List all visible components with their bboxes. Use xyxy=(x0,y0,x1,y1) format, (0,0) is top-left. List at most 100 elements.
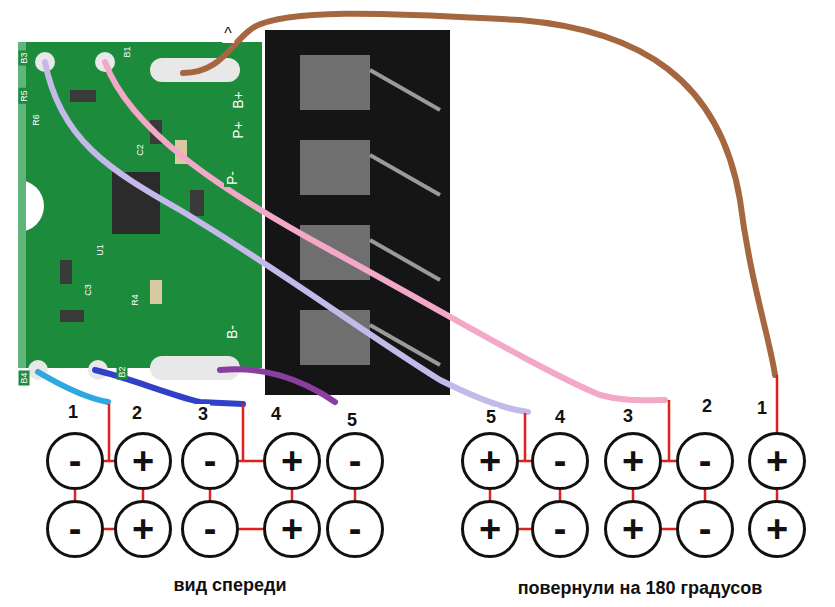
polarity-sign: + xyxy=(281,510,303,548)
series-link xyxy=(489,490,492,500)
polarity-sign: + xyxy=(479,510,501,548)
polarity-sign: + xyxy=(479,442,501,480)
cell-terminal-circle: + xyxy=(114,432,172,490)
polarity-sign: - xyxy=(69,510,82,548)
cell-terminal-circle: + xyxy=(604,500,662,558)
polarity-sign: - xyxy=(69,442,82,480)
cell-terminal-circle: - xyxy=(676,432,734,490)
brown-wire xyxy=(183,14,775,375)
series-link xyxy=(662,460,676,463)
pcb-silkscreen-label: R4 xyxy=(130,292,141,308)
light-blue-wire xyxy=(38,372,108,402)
pink-wire xyxy=(105,62,665,400)
cell-terminal-circle: + xyxy=(604,432,662,490)
smd-part xyxy=(60,310,84,322)
series-link xyxy=(209,490,212,500)
polarity-sign: - xyxy=(699,510,712,548)
cell-terminal-circle: - xyxy=(326,432,384,490)
smd-part xyxy=(60,260,72,284)
wire-number: 5 xyxy=(345,410,359,430)
cell-terminal-circle: - xyxy=(181,500,239,558)
pcb-silkscreen-label: C2 xyxy=(135,142,146,158)
wire-number: 2 xyxy=(130,403,144,423)
wire-number: 4 xyxy=(269,404,283,424)
series-link xyxy=(662,528,676,531)
polarity-sign: - xyxy=(699,442,712,480)
cell-terminal-circle: - xyxy=(46,500,104,558)
terminal-clip xyxy=(300,310,370,365)
view-caption: повернули на 180 градусов xyxy=(516,578,765,598)
polarity-sign: + xyxy=(281,442,303,480)
wire-number: 3 xyxy=(621,406,635,426)
pcb-silkscreen-label: B3 xyxy=(19,50,30,65)
pcb-silkscreen-label: P- xyxy=(224,169,240,187)
wire-number: 3 xyxy=(196,404,210,424)
cell-terminal-circle: + xyxy=(263,500,321,558)
series-link xyxy=(239,460,263,463)
cell-terminal-circle: + xyxy=(748,500,806,558)
cell-terminal-circle: + xyxy=(263,432,321,490)
polarity-sign: - xyxy=(554,442,567,480)
series-link xyxy=(354,490,357,500)
series-link xyxy=(142,490,145,500)
wire-number: 1 xyxy=(755,398,769,418)
polarity-sign: + xyxy=(766,510,788,548)
lavender-wire xyxy=(45,62,528,412)
pcb-silkscreen-label: U1 xyxy=(95,242,106,258)
cell-terminal-circle: - xyxy=(531,500,589,558)
terminal-clip xyxy=(300,55,370,110)
series-link xyxy=(104,528,114,531)
pcb-silkscreen-label: C3 xyxy=(83,282,94,298)
cell-terminal-circle: + xyxy=(461,432,519,490)
pcb-silkscreen-label: R6 xyxy=(31,112,42,128)
smd-part xyxy=(70,90,96,102)
pcb-silkscreen-label: B2 xyxy=(117,364,128,379)
series-link xyxy=(291,490,294,500)
series-link xyxy=(559,490,562,500)
cell-terminal-circle: - xyxy=(46,432,104,490)
cell-terminal-circle: + xyxy=(461,500,519,558)
polarity-sign: - xyxy=(349,442,362,480)
pcb-silkscreen-label: ^ xyxy=(222,25,234,43)
polarity-sign: - xyxy=(204,510,217,548)
connector-housing xyxy=(265,30,450,395)
cell-terminal-circle: - xyxy=(531,432,589,490)
terminal-spring xyxy=(370,70,440,365)
purple-wire xyxy=(220,369,335,402)
smd-part xyxy=(150,280,162,304)
polarity-sign: + xyxy=(622,442,644,480)
wire-number: 4 xyxy=(553,407,567,427)
series-link xyxy=(74,490,77,500)
series-link xyxy=(519,460,531,463)
polarity-sign: - xyxy=(554,510,567,548)
polarity-sign: - xyxy=(349,510,362,548)
view-caption: вид спереди xyxy=(172,575,289,595)
cell-terminal-circle: + xyxy=(748,432,806,490)
smd-part xyxy=(190,190,204,216)
pcb-silkscreen-label: B4 xyxy=(19,370,30,385)
cell-terminal-circle: + xyxy=(114,500,172,558)
polarity-sign: + xyxy=(132,442,154,480)
wire-number: 2 xyxy=(700,396,714,416)
series-link xyxy=(239,528,263,531)
pcb-silkscreen-label: B- xyxy=(224,323,240,341)
polarity-sign: - xyxy=(204,442,217,480)
series-link xyxy=(632,490,635,500)
pcb-silkscreen-label: P+ xyxy=(230,119,246,141)
series-link xyxy=(519,528,531,531)
wire-number: 1 xyxy=(66,402,80,422)
series-link xyxy=(704,490,707,500)
cell-terminal-circle: - xyxy=(326,500,384,558)
polarity-sign: + xyxy=(622,510,644,548)
series-link xyxy=(104,460,114,463)
polarity-sign: + xyxy=(766,442,788,480)
series-link xyxy=(776,490,779,500)
pcb-silkscreen-label: B1 xyxy=(122,44,133,59)
polarity-sign: + xyxy=(132,510,154,548)
pcb-silkscreen-label: B+ xyxy=(230,89,246,111)
cell-terminal-circle: - xyxy=(181,432,239,490)
cell-terminal-circle: - xyxy=(676,500,734,558)
pcb-silkscreen-label: R5 xyxy=(19,88,30,104)
terminal-clip xyxy=(300,140,370,195)
